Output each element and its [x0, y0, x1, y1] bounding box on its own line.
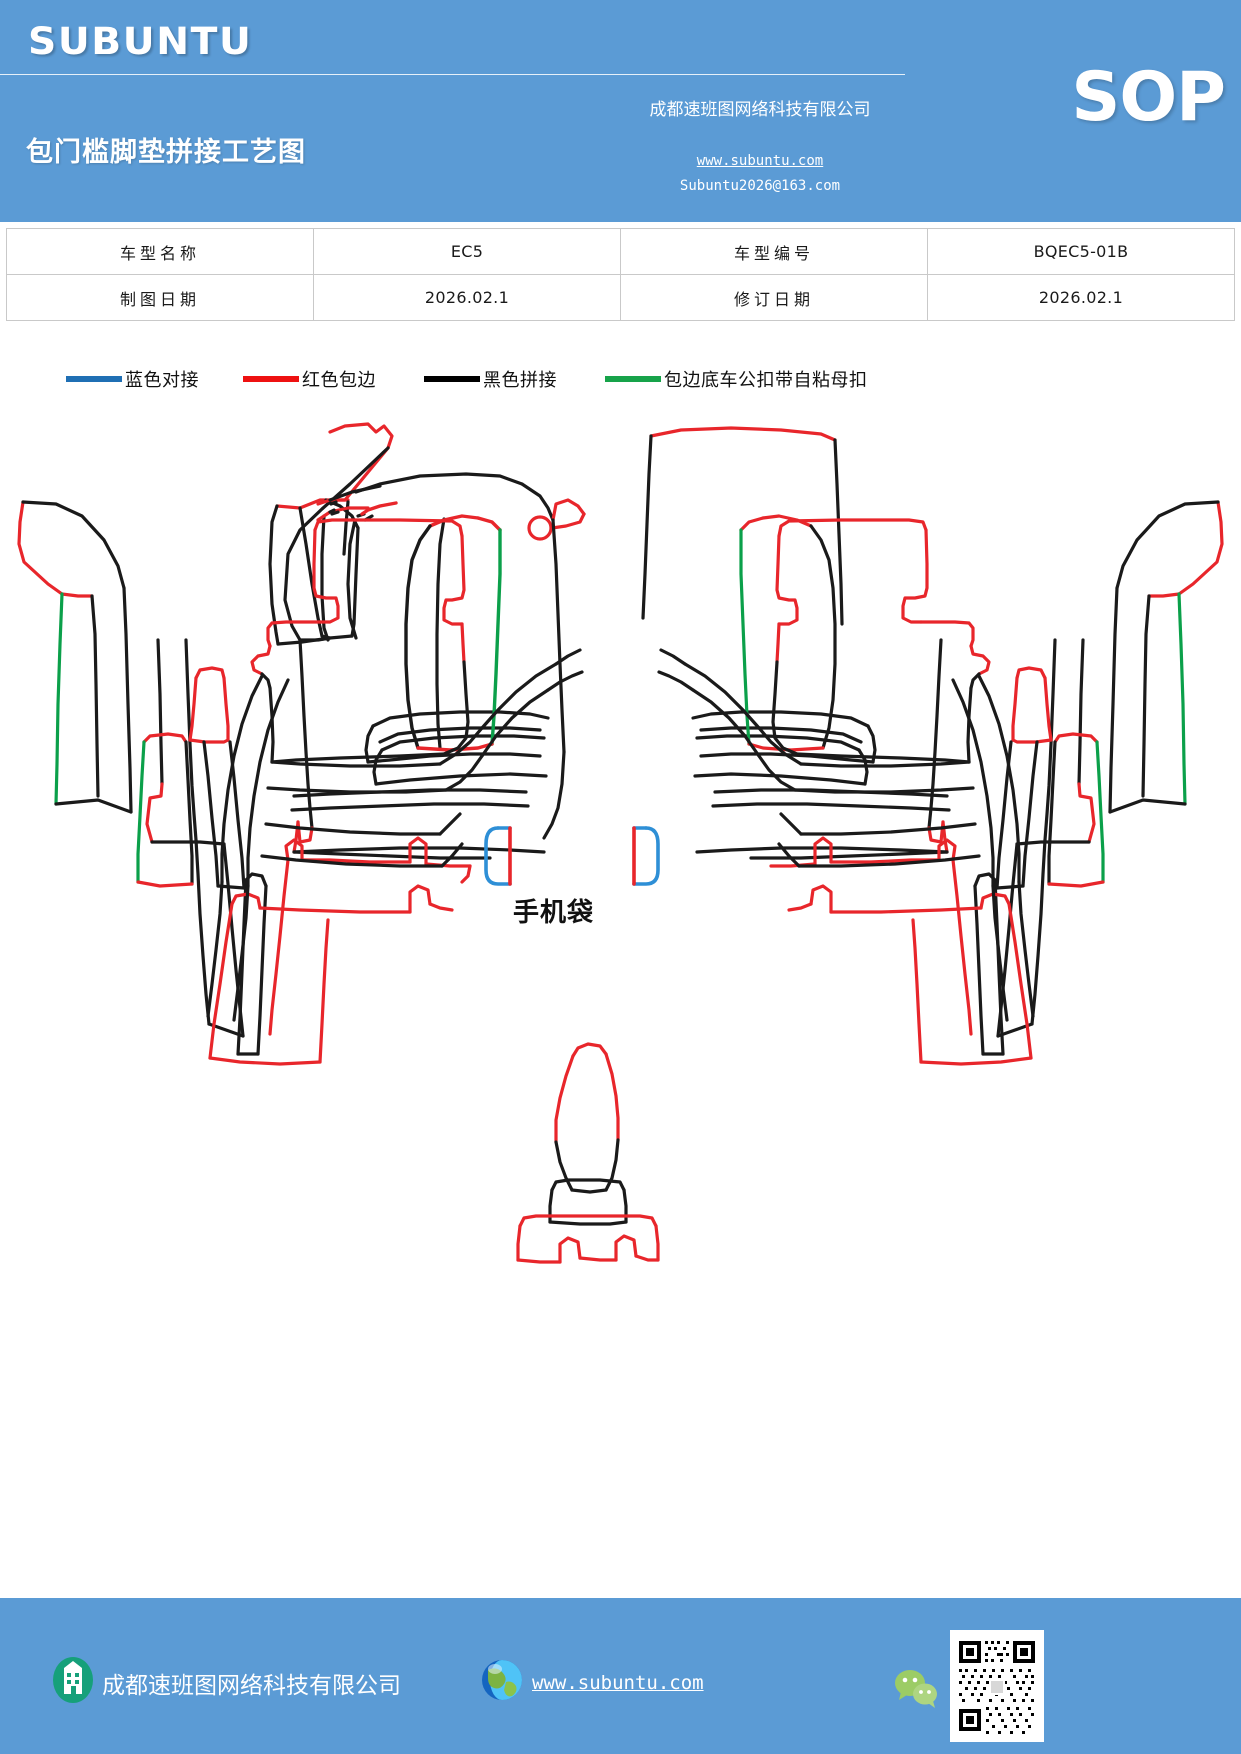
- technical-drawing-area: 手机袋: [0, 404, 1241, 1584]
- header-website-link[interactable]: www.subuntu.com: [696, 153, 824, 169]
- value-draw-date: 2026.02.1: [313, 274, 621, 321]
- qr-code: [950, 1630, 1044, 1742]
- legend-item-blue: 蓝色对接: [66, 366, 199, 392]
- legend-swatch-blue-icon: [66, 376, 122, 382]
- legend-item-black: 黑色拼接: [424, 366, 557, 392]
- header-company-name: 成都速班图网络科技有限公司: [649, 100, 871, 120]
- label-draw-date: 制图日期: [6, 274, 314, 321]
- legend-item-red: 红色包边: [243, 366, 376, 392]
- table-row: 车型名称 EC5 车型编号 BQEC5-01B: [6, 228, 1235, 275]
- legend-label-black: 黑色拼接: [483, 370, 557, 391]
- vehicle-info-table: 车型名称 EC5 车型编号 BQEC5-01B 制图日期 2026.02.1 修…: [6, 228, 1235, 321]
- building-icon: [52, 1656, 94, 1709]
- front-left-outer-panel: [316, 506, 370, 522]
- front-right-mat-group: [641, 426, 1224, 1056]
- brand-logo-text: SUBUNTU: [28, 20, 253, 63]
- footer-website-link[interactable]: www.subuntu.com: [532, 1671, 704, 1694]
- phone-pocket-label: 手机袋: [513, 898, 595, 928]
- legend-item-green: 包边底车公扣带自粘母扣: [605, 366, 868, 392]
- front-left-kick-panel: [329, 500, 338, 506]
- rear-center-mat: [516, 1042, 660, 1264]
- legend-label-red: 红色包边: [302, 370, 376, 391]
- label-model-name: 车型名称: [6, 228, 314, 275]
- legend-label-green: 包边底车公扣带自粘母扣: [664, 370, 868, 391]
- sop-badge: SOP: [1071, 58, 1226, 137]
- front-left-mat-group: [17, 422, 586, 1056]
- front-left-rocker-panel: [404, 514, 502, 752]
- rear-left-mat-group: [136, 518, 584, 1066]
- value-revise-date: 2026.02.1: [927, 274, 1235, 321]
- document-header: SUBUNTU 包门槛脚垫拼接工艺图 成都速班图网络科技有限公司 www.sub…: [0, 0, 1241, 222]
- legend-swatch-red-icon: [243, 376, 299, 382]
- front-left-arched-panel: [435, 517, 446, 750]
- table-row: 制图日期 2026.02.1 修订日期 2026.02.1: [6, 274, 1235, 321]
- front-left-outer-mat: [328, 484, 382, 502]
- document-footer: 成都速班图网络科技有限公司 www.subuntu.com: [0, 1598, 1241, 1754]
- phone-pocket-marker: [484, 826, 660, 886]
- document-title: 包门槛脚垫拼接工艺图: [26, 137, 306, 168]
- legend-swatch-green-icon: [605, 376, 661, 382]
- mat-pattern-svg: [17, 422, 1224, 1264]
- footer-company-block: 成都速班图网络科技有限公司: [52, 1656, 401, 1709]
- label-revise-date: 修订日期: [620, 274, 928, 321]
- value-model-code: BQEC5-01B: [927, 228, 1235, 275]
- wechat-icon: [893, 1668, 941, 1715]
- front-left-curved-sill-panel: [360, 501, 398, 516]
- front-left-door-sill: [328, 508, 336, 514]
- header-divider: [0, 74, 905, 75]
- legend-label-blue: 蓝色对接: [125, 370, 199, 391]
- footer-company-name: 成都速班图网络科技有限公司: [102, 1672, 401, 1699]
- value-model-name: EC5: [313, 228, 621, 275]
- header-email: Subuntu2026@163.com: [679, 178, 841, 194]
- rear-right-mat-group: [657, 518, 1105, 1066]
- footer-website-block[interactable]: www.subuntu.com: [480, 1658, 704, 1707]
- color-legend: 蓝色对接 红色包边 黑色拼接 包边底车公扣带自粘母扣: [0, 360, 1241, 398]
- front-left-threshold-panel: [330, 510, 340, 516]
- globe-icon: [480, 1658, 524, 1707]
- label-model-code: 车型编号: [620, 228, 928, 275]
- legend-swatch-black-icon: [424, 376, 480, 382]
